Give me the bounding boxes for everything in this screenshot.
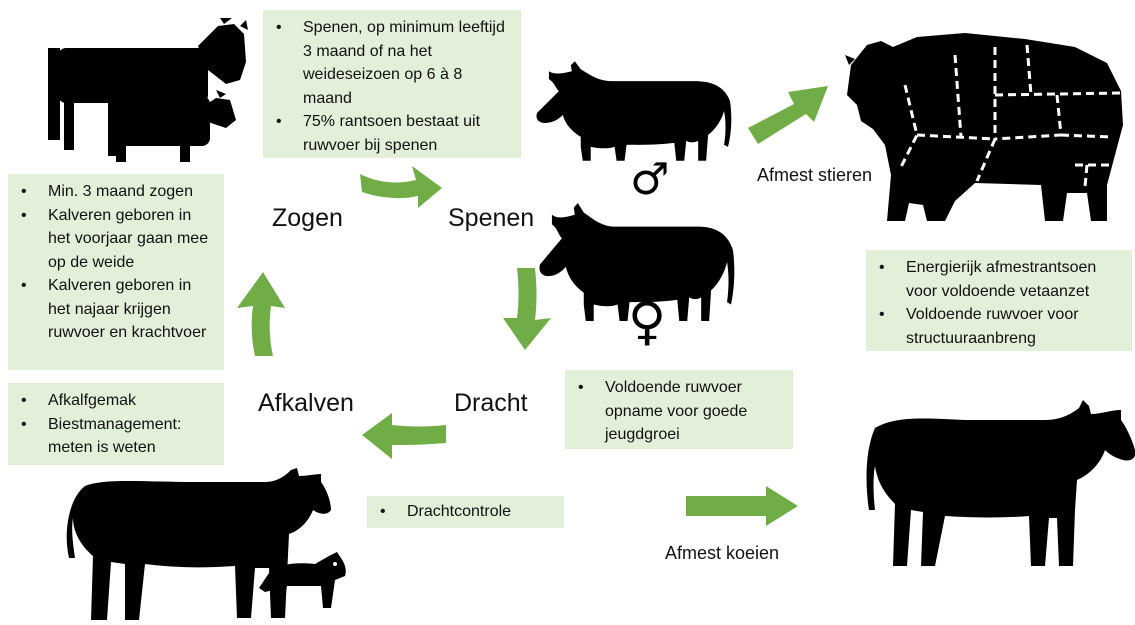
stage-zogen: Zogen — [272, 204, 343, 232]
zogen-info-item: Kalveren geboren in het voorjaar gaan me… — [21, 204, 216, 275]
male-symbol-icon: ♂ — [630, 154, 670, 205]
female-symbol-icon: ♀ — [628, 292, 667, 352]
stage-dracht: Dracht — [454, 389, 528, 417]
arrow-spenen-to-dracht-icon — [503, 268, 551, 350]
zogen-info-item: Min. 3 maand zogen — [21, 180, 216, 204]
afmest-info-item: Voldoende ruwvoer voor structuuraanbreng — [879, 303, 1124, 350]
bull-silhouette-icon — [536, 61, 732, 161]
zogen-info-item: Kalveren geboren in het najaar krijgen r… — [21, 274, 216, 345]
afmest-info-item: Energierijk afmestrantsoen voor voldoend… — [879, 256, 1124, 303]
afkalven-info-item: Afkalfgemak — [21, 389, 216, 413]
beef-cuts-bull-icon — [845, 33, 1123, 221]
drachtcontrole-info-box: Drachtcontrole — [367, 496, 564, 528]
afmest-koeien-label: Afmest koeien — [665, 543, 780, 563]
afkalven-info-box: Afkalfgemak Biestmanagement: meten is we… — [8, 383, 224, 465]
stage-spenen: Spenen — [448, 204, 535, 232]
cow-silhouette-icon — [866, 400, 1135, 566]
spenen-info-item: 75% rantsoen bestaat uit ruwvoer bij spe… — [276, 110, 513, 157]
afmest-stieren-label: Afmest stieren — [757, 165, 873, 185]
arrow-afkalven-to-zogen-icon — [237, 272, 285, 356]
arrow-afmest-stieren-icon — [748, 86, 828, 144]
cow-calf-top-icon — [48, 18, 248, 162]
arrow-afmest-koeien-icon — [686, 486, 798, 526]
jeugdgroei-info-box: Voldoende ruwvoer opname voor goede jeug… — [565, 370, 793, 449]
spenen-info-box: Spenen, op minimum leeftijd 3 maand of n… — [263, 10, 521, 158]
afkalven-info-item: Biestmanagement: meten is weten — [21, 413, 216, 460]
arrow-zogen-to-spenen-icon — [360, 166, 442, 208]
zogen-info-box: Min. 3 maand zogen Kalveren geboren in h… — [8, 174, 224, 370]
afmest-info-box: Energierijk afmestrantsoen voor voldoend… — [866, 250, 1132, 351]
stage-afkalven: Afkalven — [258, 389, 354, 417]
cow-calf-bottom-icon — [66, 468, 346, 620]
spenen-info-item: Spenen, op minimum leeftijd 3 maand of n… — [276, 16, 513, 110]
jeugdgroei-info-item: Voldoende ruwvoer opname voor goede jeug… — [578, 376, 785, 447]
arrow-dracht-to-afkalven-icon — [362, 413, 446, 459]
drachtcontrole-info-item: Drachtcontrole — [380, 500, 556, 524]
